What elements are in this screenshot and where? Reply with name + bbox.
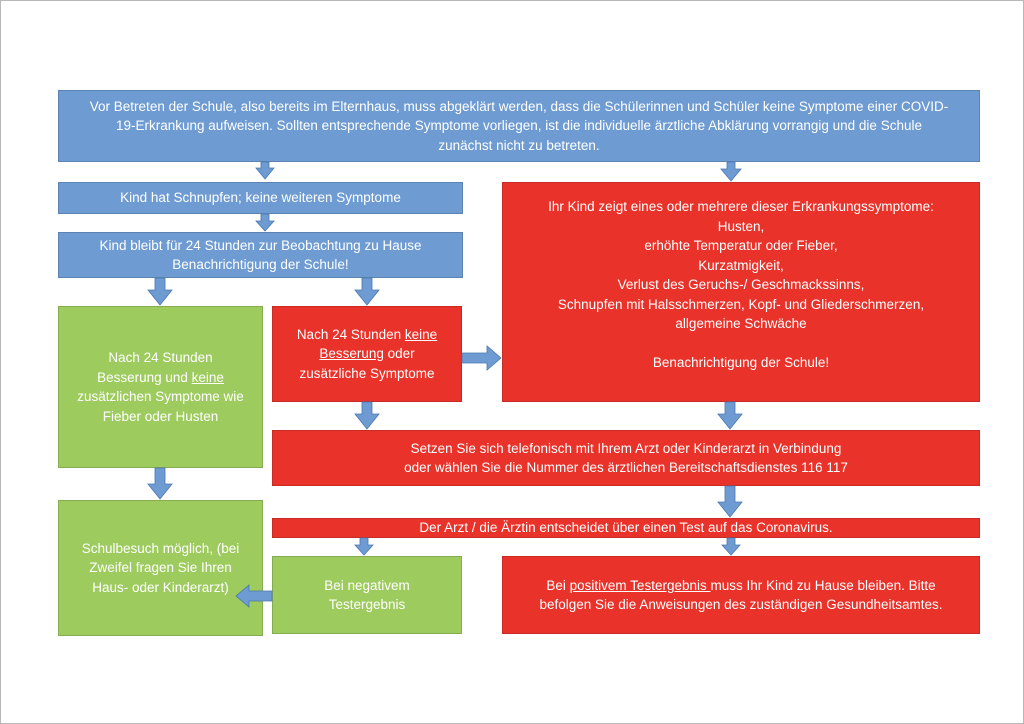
not-improved-text: Nach 24 Stunden keine Besserung oder zus…: [285, 325, 449, 384]
doctor-decides-text: Der Arzt / die Ärztin entscheidet über e…: [419, 520, 833, 536]
symptoms-text: Ihr Kind zeigt eines oder mehrere dieser…: [548, 197, 934, 373]
cold-only-box: Kind hat Schnupfen; keine weiteren Sympt…: [58, 182, 463, 214]
cold-only-text: Kind hat Schnupfen; keine weiteren Sympt…: [120, 190, 401, 206]
stay-home-text: Kind bleibt für 24 Stunden zur Beobachtu…: [100, 236, 422, 275]
positive-box: Bei positivem Testergebnis muss Ihr Kind…: [502, 556, 980, 634]
stay-home-box: Kind bleibt für 24 Stunden zur Beobachtu…: [58, 232, 463, 278]
improved-underlined: keine: [191, 369, 224, 385]
symptoms-box: Ihr Kind zeigt eines oder mehrere dieser…: [502, 182, 980, 402]
positive-part-2: muss Ihr Kind zu Hause bleiben. Bitte be…: [539, 577, 943, 613]
symptom-item: Schnupfen mit Halsschmerzen, Kopf- und G…: [557, 296, 925, 312]
negative-text: Bei negativem Testergebnis: [324, 577, 410, 613]
call-doctor-line-2: oder wählen Sie die Nummer des ärztliche…: [404, 460, 848, 475]
intro-box: Vor Betreten der Schule, also bereits im…: [58, 90, 980, 162]
intro-text: Vor Betreten der Schule, also bereits im…: [89, 98, 949, 153]
improved-part-2: zusätzlichen Symptome wie Fieber oder Hu…: [77, 389, 244, 424]
call-doctor-box: Setzen Sie sich telefonisch mit Ihrem Ar…: [272, 430, 980, 486]
improved-text: Nach 24 Stunden Besserung und keine zusä…: [77, 348, 244, 426]
negative-box: Bei negativem Testergebnis: [272, 556, 462, 634]
symptom-item: allgemeine Schwäche: [675, 316, 807, 331]
call-doctor-text: Setzen Sie sich telefonisch mit Ihrem Ar…: [404, 439, 848, 478]
call-doctor-line-1: Setzen Sie sich telefonisch mit Ihrem Ar…: [410, 440, 842, 456]
symptoms-heading: Ihr Kind zeigt eines oder mehrere dieser…: [548, 199, 934, 214]
symptoms-notify: Benachrichtigung der Schule!: [652, 355, 830, 370]
symptom-item: erhöhte Temperatur oder Fieber,: [644, 238, 838, 253]
symptom-item: Kurzatmigkeit,: [698, 257, 784, 273]
stay-home-line-2: Benachrichtigung der Schule!: [172, 257, 349, 272]
positive-part-1: Bei: [546, 577, 570, 593]
not-improved-part-2: oder zusätzliche Symptome: [299, 346, 435, 381]
positive-underlined: positivem Testergebnis: [569, 577, 711, 593]
school-possible-box: Schulbesuch möglich, (bei Zweifel fragen…: [58, 500, 263, 636]
doctor-decides-box: Der Arzt / die Ärztin entscheidet über e…: [272, 518, 980, 538]
positive-text: Bei positivem Testergebnis muss Ihr Kind…: [519, 576, 963, 615]
not-improved-underlined: keine Besserung: [319, 326, 438, 362]
not-improved-part-1: Nach 24 Stunden: [296, 326, 405, 342]
school-possible-text: Schulbesuch möglich, (bei Zweifel fragen…: [81, 540, 240, 595]
not-improved-box: Nach 24 Stunden keine Besserung oder zus…: [272, 306, 462, 402]
improved-part-1: Nach 24 Stunden Besserung und: [97, 350, 213, 385]
improved-box: Nach 24 Stunden Besserung und keine zusä…: [58, 306, 263, 468]
symptom-item: Husten,: [717, 218, 765, 234]
spacer: [548, 334, 934, 354]
symptom-item: Verlust des Geruchs-/ Geschmackssinns,: [617, 277, 865, 292]
stay-home-line-1: Kind bleibt für 24 Stunden zur Beobachtu…: [99, 237, 422, 253]
